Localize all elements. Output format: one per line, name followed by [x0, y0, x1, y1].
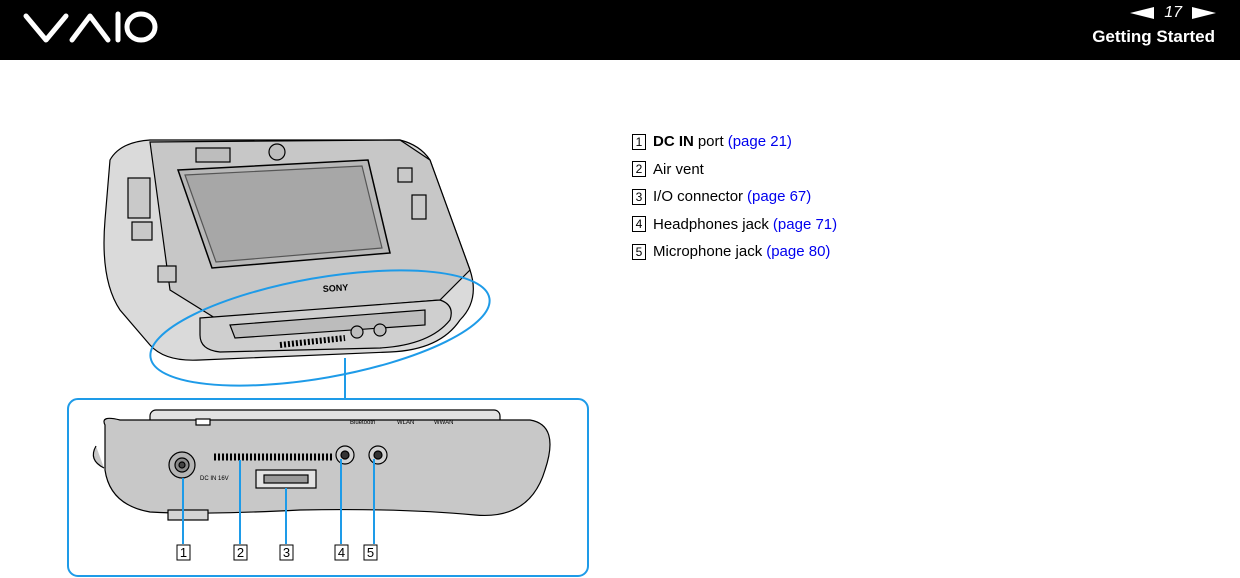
item-label: I/O connector: [653, 188, 744, 205]
page-link[interactable]: (page 71): [772, 215, 838, 233]
device-illustration: SONY DC IN 16V Bluetooth WLAN WWAN: [67, 139, 589, 577]
page-header: 17 Getting Started: [0, 0, 1240, 60]
wwan-label: WWAN: [434, 420, 453, 426]
item-number: 1: [632, 133, 646, 150]
device-side-view: [92, 409, 551, 521]
item-number: 2: [632, 161, 646, 178]
list-item: 2 Air vent: [632, 156, 837, 184]
page-link[interactable]: (page 67): [747, 188, 812, 205]
vaio-logo: [23, 11, 158, 43]
callout-1: 1: [180, 545, 187, 560]
page-number: 17: [1164, 4, 1182, 21]
list-item: 1 DC IN port (page 21): [632, 128, 837, 156]
device-top-view: [103, 139, 474, 361]
bluetooth-label: Bluetooth: [350, 420, 375, 426]
callout-3: 3: [283, 545, 290, 560]
list-item: 4 Headphones jack (page 71): [632, 211, 837, 239]
item-label: Air vent: [653, 160, 704, 178]
magnify-ring: [149, 269, 491, 387]
item-number: 5: [632, 243, 646, 260]
page-link[interactable]: (page 80): [766, 243, 831, 260]
port-list: 1 DC IN port (page 21) 2 Air vent 3 I/O …: [632, 128, 837, 266]
item-bold-label: DC IN: [653, 133, 694, 150]
item-number: 4: [632, 216, 646, 233]
next-page-icon[interactable]: [1192, 7, 1216, 19]
page-link[interactable]: (page 21): [727, 133, 792, 150]
wlan-label: WLAN: [397, 420, 414, 426]
list-item: 5 Microphone jack (page 80): [632, 238, 837, 266]
item-label: port: [697, 133, 724, 150]
callout-4: 4: [338, 545, 345, 560]
callout-5: 5: [367, 545, 374, 560]
section-title: Getting Started: [1092, 27, 1215, 46]
previous-page-icon[interactable]: [1130, 7, 1155, 19]
item-label: Headphones jack: [653, 215, 769, 233]
item-label: Microphone jack: [653, 243, 763, 260]
item-number: 3: [632, 188, 646, 205]
callout-2: 2: [237, 545, 244, 560]
dc-in-label: DC IN 16V: [200, 476, 229, 482]
sony-label: SONY: [322, 282, 348, 294]
page-nav: 17: [1130, 4, 1216, 22]
list-item: 3 I/O connector (page 67): [632, 183, 837, 211]
